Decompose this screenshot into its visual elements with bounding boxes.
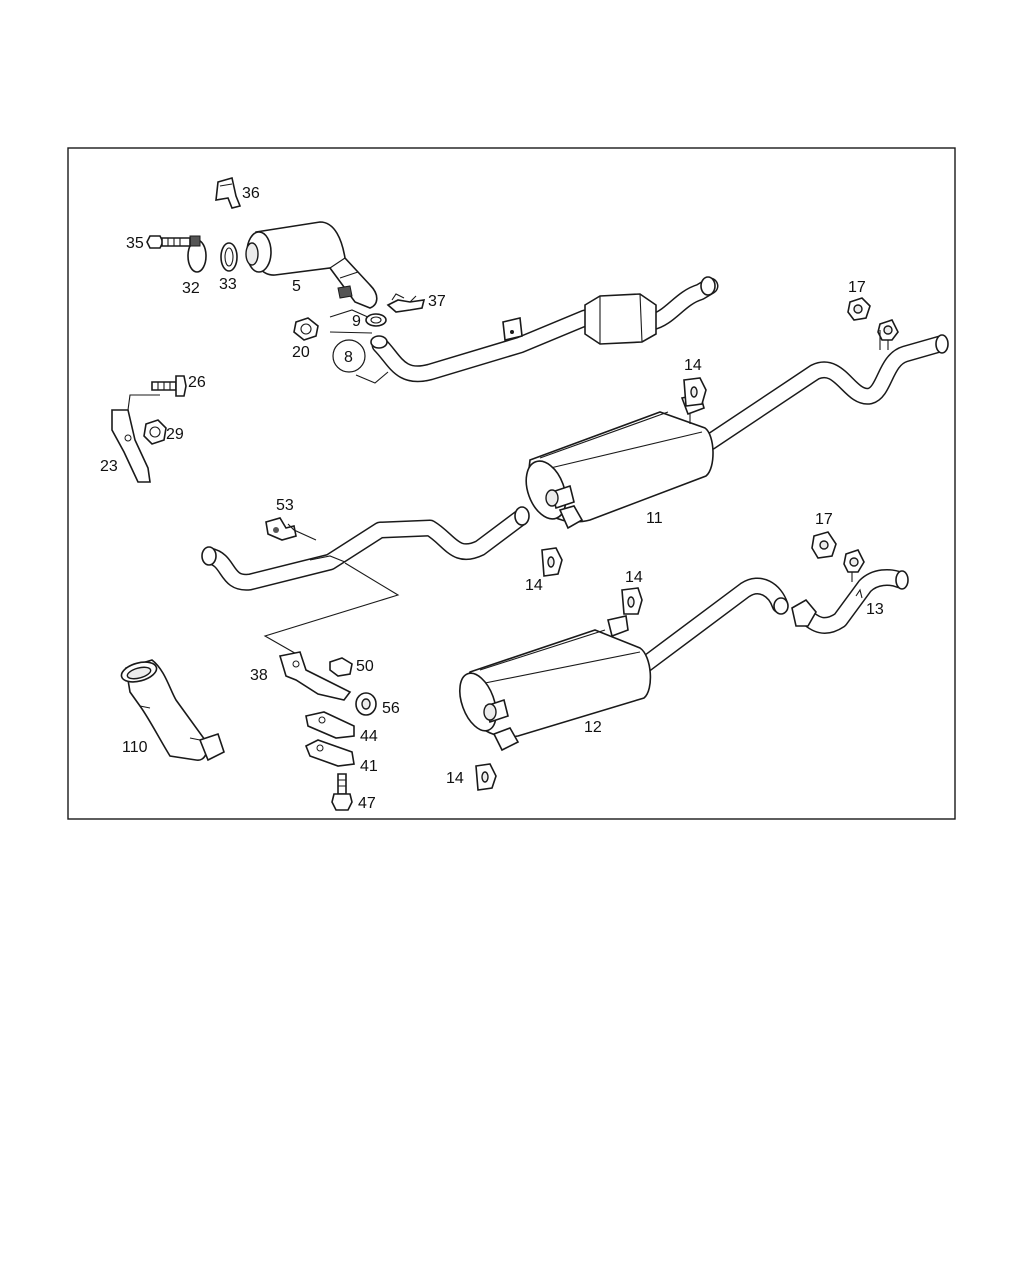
nut-20[interactable]	[293, 317, 319, 341]
leader-53	[287, 523, 317, 541]
rubber-mount-14b[interactable]	[541, 547, 563, 577]
label-38: 38	[250, 667, 268, 684]
intermediate-pipe[interactable]	[201, 506, 530, 591]
label-17-bottom: 17	[815, 511, 833, 528]
label-33: 33	[219, 276, 237, 293]
rubber-mount-17-top[interactable]	[847, 297, 899, 341]
clip-37[interactable]	[386, 293, 426, 313]
label-53: 53	[276, 497, 294, 514]
label-36: 36	[242, 185, 260, 202]
label-14-top: 14	[684, 357, 702, 374]
rear-muffler-11[interactable]	[519, 330, 949, 530]
rubber-mount-17-bottom[interactable]	[811, 531, 865, 582]
nut-29[interactable]	[143, 419, 167, 445]
leader-8	[329, 309, 389, 384]
label-14-mid: 14	[525, 577, 543, 594]
label-12: 12	[584, 719, 602, 736]
bracket-23[interactable]	[111, 409, 151, 483]
plate-44[interactable]	[305, 711, 355, 739]
label-5: 5	[292, 278, 301, 295]
diagram-frame	[67, 147, 956, 820]
label-29: 29	[166, 426, 184, 443]
label-110: 110	[122, 739, 148, 756]
bolt-35[interactable]	[146, 235, 191, 249]
part-8-callout-circle[interactable]	[332, 339, 366, 373]
label-9: 9	[352, 313, 361, 330]
label-14-right: 14	[625, 569, 643, 586]
gasket-9[interactable]	[365, 313, 387, 327]
label-17-top: 17	[848, 279, 866, 296]
label-26: 26	[188, 374, 206, 391]
label-37: 37	[428, 293, 446, 310]
clip-36[interactable]	[215, 176, 242, 209]
label-41: 41	[360, 758, 378, 775]
bracket-38[interactable]	[278, 651, 352, 701]
leader-38	[263, 562, 400, 657]
rubber-mount-14c[interactable]	[621, 587, 643, 615]
catalytic-converter-110[interactable]	[119, 659, 225, 762]
label-32: 32	[182, 280, 200, 297]
front-pipe-assembly[interactable]	[370, 276, 719, 383]
washer-56[interactable]	[355, 692, 377, 716]
label-47: 47	[358, 795, 376, 812]
clamp-53[interactable]	[265, 517, 297, 541]
bolt-26[interactable]	[151, 375, 187, 397]
label-14-bottom: 14	[446, 770, 464, 787]
nut-50[interactable]	[329, 657, 353, 677]
catalytic-converter-5[interactable]	[245, 221, 378, 309]
label-8: 8	[344, 349, 353, 366]
label-44: 44	[360, 728, 378, 745]
rubber-mount-14d[interactable]	[475, 763, 497, 791]
label-56: 56	[382, 700, 400, 717]
label-50: 50	[356, 658, 374, 675]
plate-41[interactable]	[304, 739, 355, 767]
bolt-47[interactable]	[331, 773, 353, 811]
rear-muffler-12[interactable]	[453, 577, 789, 752]
label-13: 13	[866, 601, 884, 618]
label-11: 11	[646, 510, 663, 527]
label-23: 23	[100, 458, 118, 475]
label-35: 35	[126, 235, 144, 252]
label-20: 20	[292, 344, 310, 361]
rubber-mount-14a[interactable]	[683, 377, 707, 407]
gasket-ring-33[interactable]	[220, 242, 238, 272]
clamp-32[interactable]	[187, 235, 207, 273]
tail-pipe-13[interactable]	[791, 569, 909, 634]
